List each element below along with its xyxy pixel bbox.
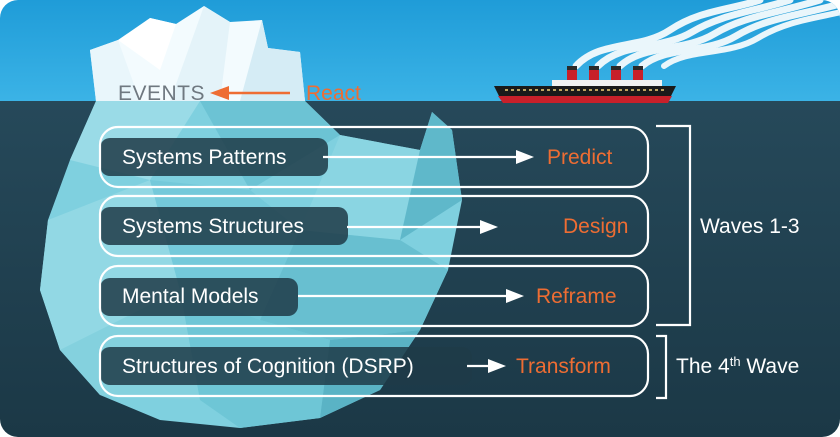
level-action-reframe: Reframe <box>536 285 617 308</box>
level-arrows <box>298 150 534 373</box>
fourth-wave-label: The 4th Wave <box>676 354 800 378</box>
level-label-cognition: Structures of Cognition (DSRP) <box>122 355 414 378</box>
label-backings <box>100 138 472 385</box>
iceberg-tip <box>90 6 305 101</box>
waves-bracket <box>656 124 692 327</box>
fourth-wave-bracket <box>656 334 668 400</box>
fourth-wave-pre: The 4 <box>676 355 730 378</box>
events-arrow <box>210 86 290 100</box>
ship-icon <box>494 66 676 103</box>
level-action-transform: Transform <box>516 355 611 378</box>
level-label-structures: Systems Structures <box>122 215 305 238</box>
level-box-structures <box>98 194 650 258</box>
level-box-mental-models <box>98 264 650 328</box>
brackets <box>656 124 692 400</box>
react-action: React <box>306 82 361 105</box>
level-outlines <box>98 125 650 398</box>
waves-label: Waves 1-3 <box>700 215 800 238</box>
events-label: EVENTS <box>118 82 206 105</box>
level-label-patterns: Systems Patterns <box>122 146 287 169</box>
level-action-design: Design <box>563 215 629 238</box>
fourth-wave-sup: th <box>729 354 741 369</box>
level-action-predict: Predict <box>547 146 613 169</box>
fourth-wave-post: Wave <box>740 355 800 378</box>
smoke-trails <box>572 0 840 70</box>
level-box-cognition <box>98 334 650 398</box>
level-box-patterns <box>98 125 650 189</box>
level-label-mental-models: Mental Models <box>122 285 259 308</box>
